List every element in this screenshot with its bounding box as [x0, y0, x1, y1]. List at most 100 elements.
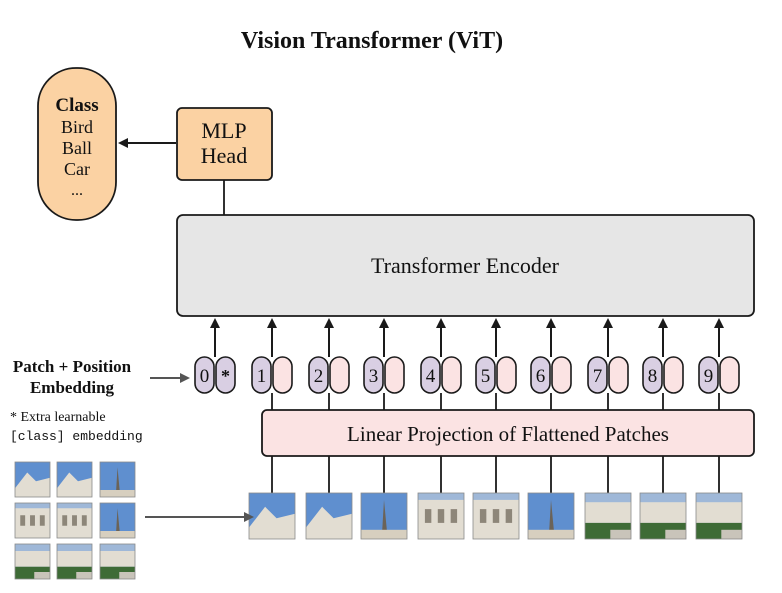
- grid-patch-3: [99, 461, 136, 498]
- position-embedding-1: [251, 356, 272, 394]
- grid-patch-6: [99, 502, 136, 539]
- sequence-patch-9-border: [695, 492, 743, 540]
- sequence-patch-5: [472, 492, 520, 540]
- grid-patch-4-window-2: [39, 515, 45, 526]
- position-embedding-2: [308, 356, 329, 394]
- patch-embedding-4: [441, 356, 462, 394]
- sequence-patch-1: [248, 492, 296, 540]
- grid-patch-9-border: [99, 543, 136, 580]
- encoder-shape: [176, 214, 755, 317]
- grid-patch-3-border: [99, 461, 136, 498]
- grid-patch-2: [56, 461, 93, 498]
- position-number-4: 4: [426, 366, 436, 387]
- token-4: 4: [420, 318, 462, 410]
- sequence-patch-8-path: [665, 529, 686, 539]
- linear-projection-box: Linear Projection of Flattened Patches: [261, 409, 755, 457]
- grid-patch-7: [14, 543, 51, 580]
- position-embedding-7: [587, 356, 608, 394]
- grid-patch-5-window-0: [62, 515, 68, 526]
- mlp-head-box: MLP Head: [176, 107, 273, 181]
- sequence-patch-3-spire: [381, 499, 388, 539]
- grid-patch-2-building: [57, 472, 92, 497]
- grid-patch-2-border: [56, 461, 93, 498]
- grid-patch-7-facade: [15, 551, 50, 567]
- position-number-8: 8: [648, 366, 658, 387]
- position-number-9: 9: [704, 366, 714, 387]
- class-output-box: Class Bird Ball Car ...: [37, 67, 117, 221]
- sequence-patch-7-path: [610, 529, 631, 539]
- sequence-patch-3-roof: [361, 529, 407, 539]
- grid-patch-7-path: [34, 572, 50, 579]
- sequence-patch-8-border: [639, 492, 687, 540]
- grid-patch-5-window-1: [72, 515, 77, 526]
- grid-patch-1-building: [15, 472, 50, 497]
- grid-patch-8-path: [76, 572, 92, 579]
- class-token-marker: *: [221, 366, 230, 386]
- sequence-patch-6: [527, 492, 575, 540]
- token-6: 6: [530, 318, 572, 410]
- grid-patch-5-window-2: [81, 515, 87, 526]
- grid-patch-4-border: [14, 502, 51, 539]
- sequence-patch-4-border: [417, 492, 465, 540]
- embedding-label-line2: Embedding: [30, 378, 115, 397]
- position-number-6: 6: [536, 366, 546, 387]
- grid-patch-9-facade: [100, 551, 135, 567]
- token-1: 1: [251, 318, 293, 410]
- grid-patch-4-window-0: [20, 515, 26, 526]
- grid-patch-9-path: [119, 572, 135, 579]
- extra-note-line1: * Extra learnable: [10, 410, 106, 425]
- token-3: 3: [363, 318, 405, 410]
- class-item-ball: Ball: [62, 138, 92, 158]
- grid-patch-1-border: [14, 461, 51, 498]
- patch-embedding-3: [384, 356, 405, 394]
- source-image-grid: [14, 461, 136, 580]
- sequence-patch-8: [639, 492, 687, 540]
- class-token-embedding: [215, 356, 236, 394]
- position-embedding-0: [194, 356, 215, 394]
- position-number-0: 0: [200, 366, 210, 387]
- grid-patch-8: [56, 543, 93, 580]
- token-7: 7: [587, 318, 629, 410]
- sequence-patch-5-window-2: [505, 509, 513, 523]
- mlp-head-line1: MLP: [201, 118, 246, 143]
- sequence-patch-2: [305, 492, 353, 540]
- sequence-patch-9-path: [721, 529, 742, 539]
- patch-embedding-2: [329, 356, 350, 394]
- class-item-more: ...: [71, 182, 83, 199]
- sequence-patch-6-roof: [528, 529, 574, 539]
- sequence-patch-4: [417, 492, 465, 540]
- grid-patch-9: [99, 543, 136, 580]
- sequence-patch-7-border: [584, 492, 632, 540]
- position-number-5: 5: [481, 366, 491, 387]
- grid-patch-5-border: [56, 502, 93, 539]
- grid-patch-8-border: [56, 543, 93, 580]
- grid-patch-6-spire: [115, 508, 121, 538]
- sequence-patch-5-window-0: [479, 509, 487, 523]
- encoder-label: Transformer Encoder: [371, 253, 560, 278]
- diagram-title: Vision Transformer (ViT): [241, 28, 503, 54]
- mlp-head-line2: Head: [201, 143, 247, 168]
- sequence-patch-6-spire: [548, 499, 555, 539]
- patch-embedding-5: [496, 356, 517, 394]
- position-embedding-4: [420, 356, 441, 394]
- grid-patch-4: [14, 502, 51, 539]
- sequence-patch-6-border: [527, 492, 575, 540]
- token-0: 0*: [194, 318, 236, 394]
- grid-patch-3-spire: [115, 467, 121, 497]
- sequence-patch-2-border: [305, 492, 353, 540]
- class-box-shape: [37, 67, 117, 221]
- patch-sequence: [248, 456, 743, 540]
- position-number-3: 3: [369, 366, 379, 387]
- grid-patch-4-window-1: [30, 515, 35, 526]
- sequence-patch-9-facade: [696, 502, 742, 523]
- grid-patch-5: [56, 502, 93, 539]
- sequence-patch-8-facade: [640, 502, 686, 523]
- grid-patch-1: [14, 461, 51, 498]
- sequence-patch-7-facade: [585, 502, 631, 523]
- class-item-bird: Bird: [61, 117, 93, 137]
- grid-patch-3-roof: [100, 490, 135, 497]
- sequence-patch-5-border: [472, 492, 520, 540]
- sequence-patch-9: [695, 492, 743, 540]
- position-number-7: 7: [593, 366, 603, 387]
